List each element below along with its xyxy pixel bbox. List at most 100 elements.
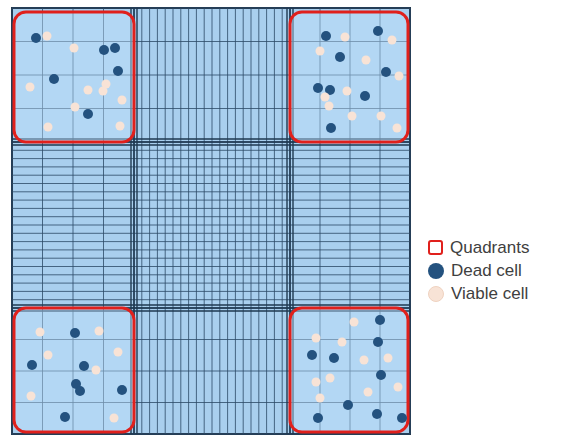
grid-line xyxy=(227,8,228,434)
viable-cell xyxy=(44,123,53,132)
dead-cell xyxy=(99,45,109,55)
viable-cell xyxy=(92,366,101,375)
grid-line xyxy=(12,434,410,435)
quadrant-outline xyxy=(14,308,134,432)
quadrant-outline xyxy=(14,12,134,142)
dead-cell xyxy=(110,43,120,53)
grid-line xyxy=(12,158,410,159)
dead-cell xyxy=(83,109,93,119)
dead-cell xyxy=(113,66,123,76)
viable-cell xyxy=(312,378,321,387)
boundary-line xyxy=(12,304,410,305)
viable-cell xyxy=(341,33,350,42)
grid-line xyxy=(12,283,410,284)
viable-cell xyxy=(118,96,127,105)
grid-line xyxy=(410,8,411,434)
grid-line xyxy=(12,200,410,201)
viable-cell xyxy=(71,103,80,112)
legend-outline-sample xyxy=(428,240,443,255)
grid-line xyxy=(12,225,410,226)
grid-line xyxy=(266,8,267,434)
dead-cell xyxy=(31,33,41,43)
grid-line xyxy=(165,8,166,434)
grid-line xyxy=(12,191,410,192)
grid-line xyxy=(149,8,150,434)
dead-cell xyxy=(376,370,386,380)
dead-cell xyxy=(70,328,80,338)
viable-cell xyxy=(350,318,359,327)
legend: QuadrantsDead cellViable cell xyxy=(428,236,529,305)
grid-line xyxy=(12,216,410,217)
boundary-line xyxy=(136,8,137,434)
dead-cell xyxy=(373,337,383,347)
grid-line xyxy=(12,8,13,434)
viable-cell xyxy=(36,328,45,337)
grid-line xyxy=(12,233,410,234)
viable-cell xyxy=(360,356,369,365)
boundary-line xyxy=(286,8,287,434)
viable-cell xyxy=(316,47,325,56)
viable-cell xyxy=(110,414,119,423)
dead-cell xyxy=(27,360,37,370)
viable-cell xyxy=(95,327,104,336)
grid-line xyxy=(243,8,244,434)
grid-line xyxy=(12,241,410,242)
grid-line xyxy=(188,8,189,434)
grid-line xyxy=(258,8,259,434)
counting-chamber xyxy=(12,8,410,434)
dead-cell xyxy=(313,413,323,423)
legend-entry: Quadrants xyxy=(428,236,529,259)
viable-cell xyxy=(114,348,123,357)
viable-cell xyxy=(326,374,335,383)
grid-line xyxy=(282,8,283,434)
grid-lines xyxy=(12,8,410,434)
grid-line xyxy=(12,249,410,250)
dead-cell xyxy=(372,409,382,419)
dead-cell xyxy=(329,353,339,363)
viable-cell xyxy=(99,87,108,96)
viable-cell xyxy=(395,72,404,81)
dead-cell xyxy=(343,400,353,410)
dead-cell xyxy=(117,385,127,395)
dead-cell xyxy=(79,361,89,371)
dead-cell xyxy=(335,52,345,62)
grid-line xyxy=(212,8,213,434)
viable-cell xyxy=(338,338,347,347)
grid-line xyxy=(12,291,410,292)
grid-line xyxy=(12,299,410,300)
viable-cell xyxy=(377,112,386,121)
grid-line xyxy=(157,8,158,434)
dead-cell xyxy=(381,67,391,77)
legend-label: Quadrants xyxy=(450,238,529,258)
viable-cell xyxy=(43,32,52,41)
grid-line xyxy=(196,8,197,434)
grid-line xyxy=(12,166,410,167)
dead-cell xyxy=(326,123,336,133)
viable-cell xyxy=(362,56,371,65)
viable-cell xyxy=(388,36,397,45)
grid-line xyxy=(274,8,275,434)
legend-label: Viable cell xyxy=(451,284,528,304)
grid-line xyxy=(12,175,410,176)
viable-cell xyxy=(384,354,393,363)
dead-cell xyxy=(360,91,370,101)
dead-cell xyxy=(60,412,70,422)
grid-line xyxy=(219,8,220,434)
grid-line xyxy=(12,208,410,209)
viable-cell xyxy=(325,102,334,111)
dead-cell xyxy=(307,350,317,360)
legend-swatch xyxy=(428,286,444,302)
viable-cell xyxy=(321,93,330,102)
grid-line xyxy=(141,8,142,434)
dead-cell xyxy=(397,413,407,423)
viable-cell xyxy=(364,388,373,397)
grid-line xyxy=(180,8,181,434)
grid-line xyxy=(12,183,410,184)
grid-line xyxy=(235,8,236,434)
viable-cell xyxy=(343,87,352,96)
grid-line xyxy=(12,274,410,275)
grid-line xyxy=(204,8,205,434)
boundary-line xyxy=(12,144,410,145)
viable-cell xyxy=(312,334,321,343)
